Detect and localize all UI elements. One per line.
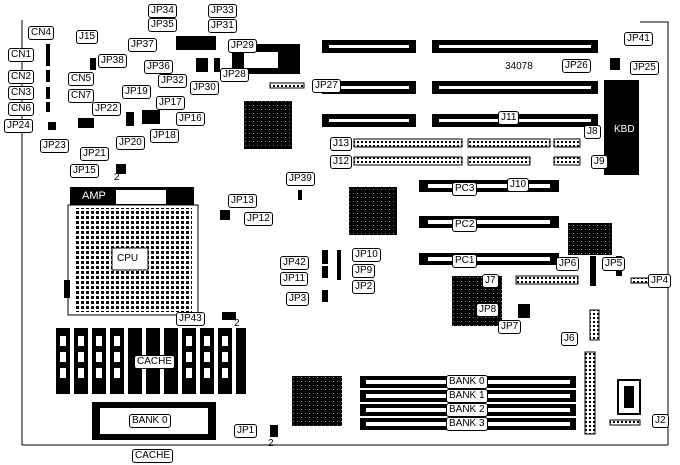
slot-pc1: PC1 [452,254,478,268]
label-j15: J15 [76,30,99,44]
label-cn1: CN1 [8,48,35,62]
label-jp13: JP13 [228,194,257,208]
label-jp6: JP6 [556,257,580,271]
label-jp15: JP15 [70,164,99,178]
label-j13: J13 [330,137,353,151]
label-jp26: JP26 [562,59,591,73]
label-jp28: JP28 [220,68,249,82]
label-jp29: JP29 [228,39,257,53]
label-jp11: JP11 [280,272,309,286]
pin-headers [269,82,652,435]
label-jp8: JP8 [476,303,500,317]
top-slots [322,40,598,127]
label-jp42: JP42 [280,256,309,270]
label-jp17: JP17 [156,96,185,110]
label-jp19: JP19 [122,85,151,99]
amp-label: AMP [82,190,106,202]
board-id: 34078 [505,61,533,72]
label-jp33: JP33 [208,4,237,18]
label-jp30: JP30 [190,81,219,95]
label-cn6: CN6 [8,102,35,116]
cpu-socket [64,187,199,316]
label-jp18: JP18 [150,129,179,143]
label-jp16: JP16 [176,112,205,126]
label-jp1: JP1 [234,424,258,438]
label-j10: J10 [507,178,530,192]
kbd-connector [604,80,639,175]
label-jp43: JP43 [176,312,205,326]
cache-bank0-label: BANK 0 [129,414,171,428]
label-jp39: JP39 [286,172,315,186]
label-jp20: JP20 [116,136,145,150]
label-jp21: JP21 [80,147,109,161]
label-j11: J11 [498,111,520,125]
label-jp32: JP32 [158,74,187,88]
label-jp22: JP22 [92,102,121,116]
label-j6: J6 [561,332,578,346]
label-jp5: JP5 [602,257,626,271]
label-j7: J7 [482,274,499,288]
cpu-label: CPU [117,253,139,264]
label-jp35: JP35 [148,18,177,32]
label-jp37: JP37 [128,38,157,52]
slot-pc2: PC2 [452,218,478,232]
jumper-blocks [46,36,622,437]
cache-label: CACHE [134,355,176,369]
kbd-label: KBD [614,124,635,135]
label-cn7: CN7 [68,89,95,103]
label-jp2: JP2 [352,280,376,294]
cache-bottom-label: CACHE [132,449,174,463]
label-jp9: JP9 [352,264,376,278]
label-jp36: JP36 [144,60,173,74]
jp15-pin-mark: 2 [114,172,120,183]
label-jp27: JP27 [312,79,341,93]
label-jp24: JP24 [4,119,33,133]
jp43-pin-mark: 2 [234,318,240,329]
jp1-pin-mark: 2 [268,438,274,449]
label-jp41: JP41 [624,32,653,46]
label-jp7: JP7 [498,320,522,334]
bios-chip-window [244,52,278,68]
large-chips [244,101,612,426]
label-cn3: CN3 [8,86,35,100]
slot-pc3: PC3 [452,182,478,196]
label-jp10: JP10 [352,248,381,262]
label-j12: J12 [330,155,353,169]
memory-bank2: BANK 2 [446,403,488,417]
label-jp31: JP31 [208,19,237,33]
memory-bank0: BANK 0 [446,375,488,389]
label-jp4: JP4 [648,274,672,288]
label-jp23: JP23 [40,139,69,153]
label-cn5: CN5 [68,72,95,86]
label-j8: J8 [584,125,601,139]
label-cn2: CN2 [8,70,35,84]
label-jp12: JP12 [244,212,273,226]
label-jp3: JP3 [286,292,310,306]
memory-bank1: BANK 1 [446,389,488,403]
label-jp38: JP38 [98,54,127,68]
memory-bank3: BANK 3 [446,417,488,431]
label-jp25: JP25 [630,61,659,75]
bios-label: BIOS [247,54,271,65]
label-cn4: CN4 [28,26,55,40]
label-j2: J2 [652,414,669,428]
label-jp34: JP34 [148,4,177,18]
label-j9: J9 [591,155,608,169]
board-outline [21,20,669,446]
